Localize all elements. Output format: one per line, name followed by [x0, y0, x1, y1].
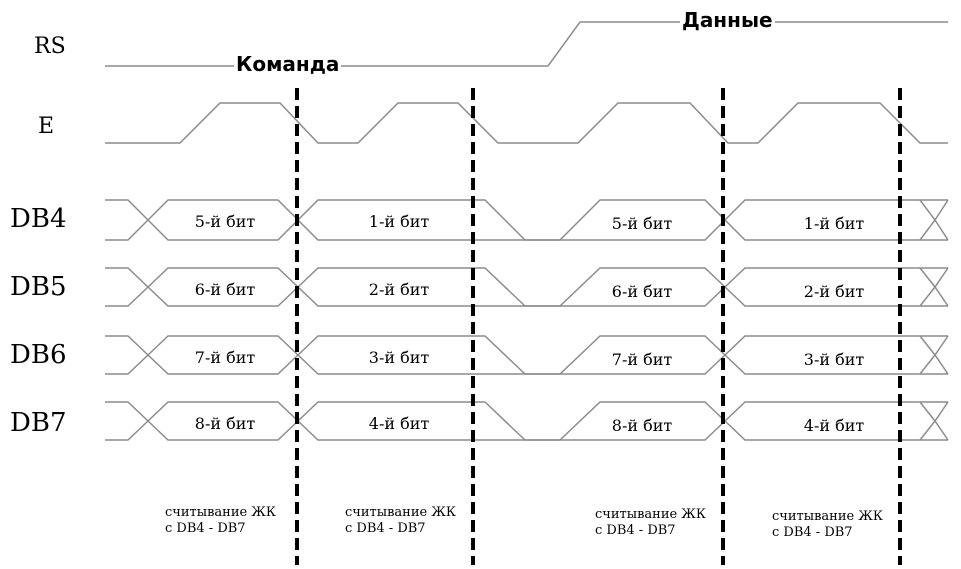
db5-cell-2: 2-й бит	[368, 280, 430, 299]
db7-cell-2: 4-й бит	[368, 414, 430, 433]
db6-waveform-segment-1	[105, 335, 526, 375]
rs-state-command: Команда	[234, 52, 342, 76]
read-note-3: считывание ЖК с DB4 - DB7	[595, 507, 706, 539]
db4-cell-4: 1-й бит	[803, 214, 865, 233]
rs-state-data: Данные	[680, 8, 775, 32]
read-note-4-line1: считывание ЖК	[772, 509, 883, 524]
signal-label-db6: DB6	[10, 340, 67, 370]
db5-waveform-segment-6	[919, 267, 949, 307]
db5-waveform-segment-3	[105, 285, 525, 307]
read-note-2: считывание ЖК с DB4 - DB7	[345, 505, 456, 537]
db5-waveform-segment-4	[525, 285, 948, 307]
db7-cell-4: 4-й бит	[803, 416, 865, 435]
read-note-2-line2: с DB4 - DB7	[345, 521, 426, 536]
db6-cell-2: 3-й бит	[368, 348, 430, 367]
db7-waveform-segment-3	[105, 419, 525, 441]
read-note-1: считывание ЖК с DB4 - DB7	[165, 505, 276, 537]
signal-label-db4: DB4	[10, 204, 67, 234]
read-note-1-line2: с DB4 - DB7	[165, 521, 246, 536]
db7-waveform-segment-4	[525, 419, 948, 441]
signal-label-rs: RS	[34, 34, 66, 59]
db6-cell-3: 7-й бит	[611, 350, 673, 369]
read-note-4-line2: с DB4 - DB7	[772, 525, 853, 540]
rs-waveform	[105, 21, 948, 67]
db4-cell-1: 5-й бит	[194, 212, 256, 231]
data-bus-waveforms	[105, 199, 949, 441]
db7-waveform-segment-6	[919, 401, 949, 441]
read-note-3-line2: с DB4 - DB7	[595, 523, 676, 538]
read-note-4: считывание ЖК с DB4 - DB7	[772, 509, 883, 541]
db6-waveform-segment-4	[525, 353, 948, 375]
db7-waveform-segment-2	[525, 401, 948, 441]
db5-waveform-segment-1	[105, 267, 526, 307]
e-waveform	[105, 102, 948, 144]
db6-waveform-segment-6	[919, 335, 949, 375]
db6-waveform-segment-2	[525, 335, 948, 375]
db4-cell-3: 5-й бит	[611, 214, 673, 233]
read-note-3-line1: считывание ЖК	[595, 507, 706, 522]
signal-label-e: E	[38, 114, 55, 139]
db6-cell-1: 7-й бит	[194, 348, 256, 367]
db7-waveform-segment-1	[105, 401, 526, 441]
db4-waveform-segment-1	[105, 199, 526, 241]
db5-cell-3: 6-й бит	[611, 282, 673, 301]
read-note-2-line1: считывание ЖК	[345, 505, 456, 520]
db4-waveform-segment-2	[525, 199, 948, 241]
db4-waveform-segment-3	[105, 218, 525, 241]
db7-cell-1: 8-й бит	[194, 414, 256, 433]
db6-cell-4: 3-й бит	[803, 350, 865, 369]
read-note-1-line1: считывание ЖК	[165, 505, 276, 520]
signal-label-db7: DB7	[10, 408, 67, 438]
db4-cell-2: 1-й бит	[368, 212, 430, 231]
db5-cell-4: 2-й бит	[803, 282, 865, 301]
signal-label-db5: DB5	[10, 272, 67, 302]
db4-waveform-segment-4	[525, 218, 948, 241]
db5-cell-1: 6-й бит	[194, 280, 256, 299]
db5-waveform-segment-2	[525, 267, 948, 307]
db4-waveform-segment-6	[919, 199, 949, 241]
db7-cell-3: 8-й бит	[611, 416, 673, 435]
db6-waveform-segment-3	[105, 353, 525, 375]
